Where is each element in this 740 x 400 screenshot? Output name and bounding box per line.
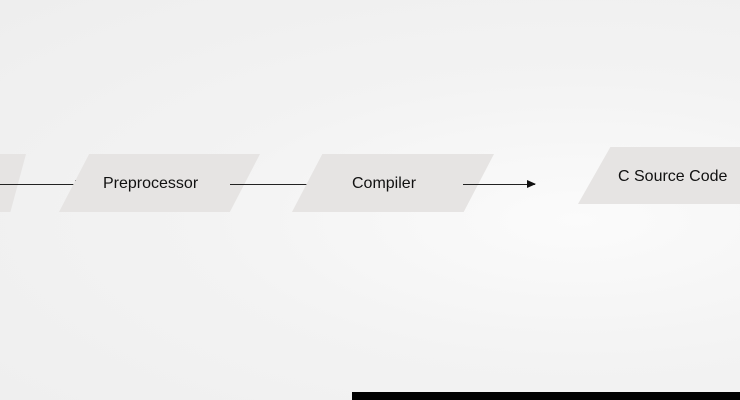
compiler-node [292, 154, 494, 212]
bottom-bar [352, 392, 740, 400]
preprocessor-label: Preprocessor [103, 175, 199, 192]
source-label: C Source Code [618, 168, 728, 185]
partial-node [0, 154, 26, 212]
arrow-to-preprocessor [0, 180, 84, 188]
compiler-label: Compiler [352, 175, 417, 192]
preprocessor-node [59, 154, 260, 212]
arrow-to-source [463, 180, 536, 188]
